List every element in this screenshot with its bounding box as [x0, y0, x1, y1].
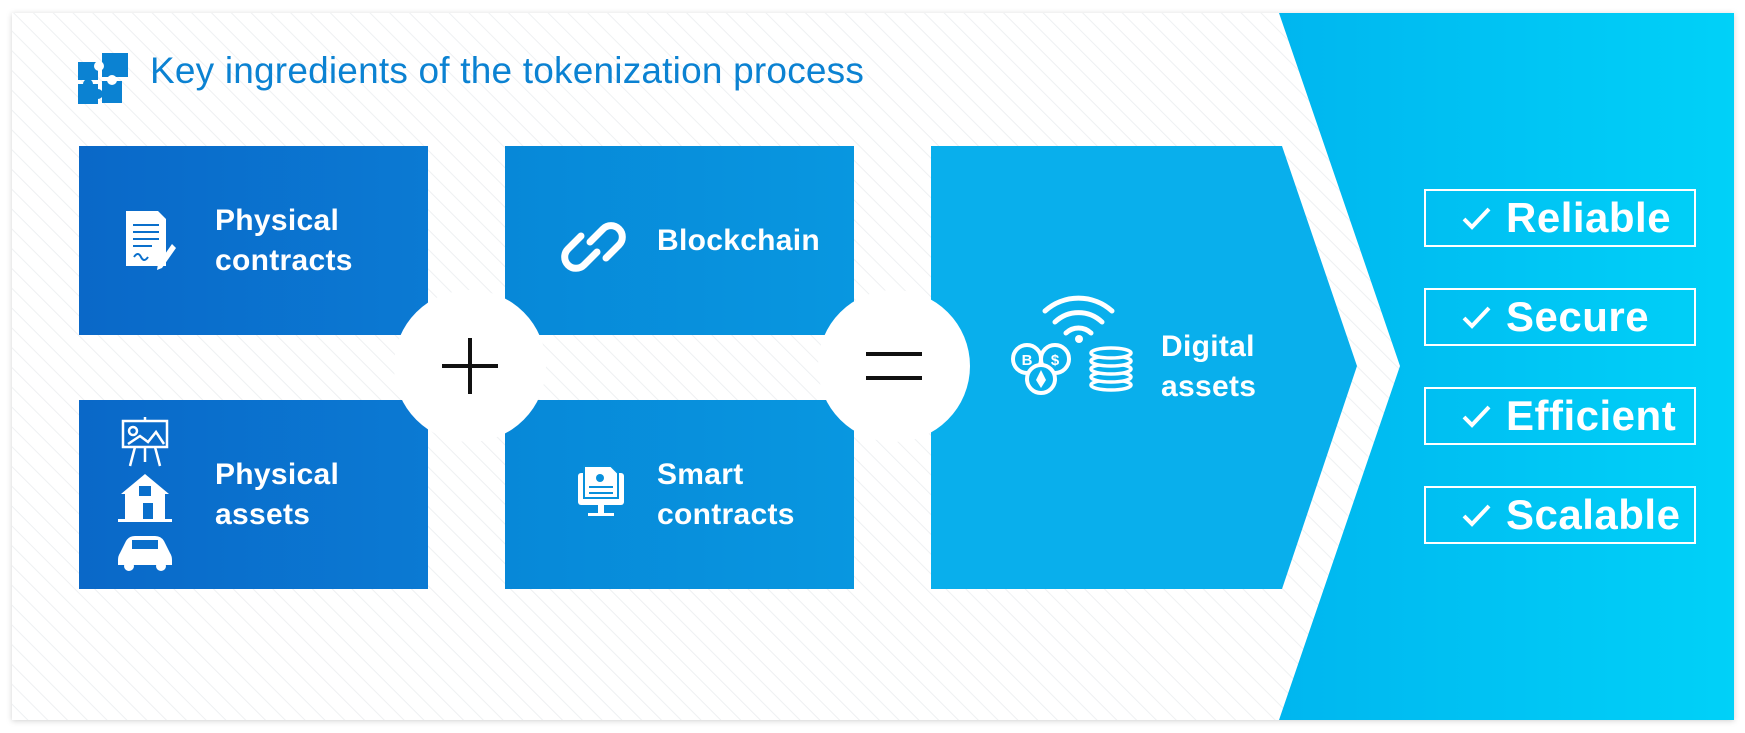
checkmark-icon — [1462, 405, 1491, 428]
card-digital-assets — [931, 146, 1357, 589]
quality-badge-secure: Secure — [1424, 288, 1696, 346]
plus-sign — [442, 338, 498, 394]
crypto-coins-icon: B $ — [1011, 343, 1071, 395]
car-icon — [118, 536, 172, 571]
label-physical-contracts: Physical contracts — [215, 204, 353, 277]
checkmark-icon — [1462, 504, 1491, 527]
wifi-icon — [1042, 295, 1115, 343]
coin-letter-b: B — [1022, 352, 1033, 369]
card-blockchain — [505, 146, 854, 335]
document-monitor-icon — [578, 465, 624, 516]
house-icon — [118, 474, 172, 522]
signed-document-icon — [126, 211, 176, 270]
checkmark-icon — [1462, 306, 1491, 329]
quality-badge-efficient: Efficient — [1424, 387, 1696, 445]
puzzle-icon — [78, 53, 128, 104]
quality-badge-scalable: Scalable — [1424, 486, 1696, 544]
checkmark-icon — [1462, 207, 1491, 230]
chain-link-icon — [561, 222, 626, 272]
card-smart-contracts — [505, 400, 854, 589]
label-blockchain: Blockchain — [657, 224, 821, 257]
painting-easel-icon — [121, 417, 169, 467]
label-smart-contracts: Smart contracts — [657, 458, 795, 531]
label-digital-assets: Digital assets — [1161, 330, 1257, 403]
equals-sign — [866, 352, 922, 380]
page-title: Key ingredients of the tokenization proc… — [150, 50, 865, 91]
coin-stack-icon — [1089, 346, 1133, 392]
equals-circle — [818, 290, 970, 442]
label-physical-assets: Physical assets — [215, 458, 340, 531]
coin-letter-dollar: $ — [1051, 352, 1060, 369]
quality-badge-reliable: Reliable — [1424, 189, 1696, 247]
